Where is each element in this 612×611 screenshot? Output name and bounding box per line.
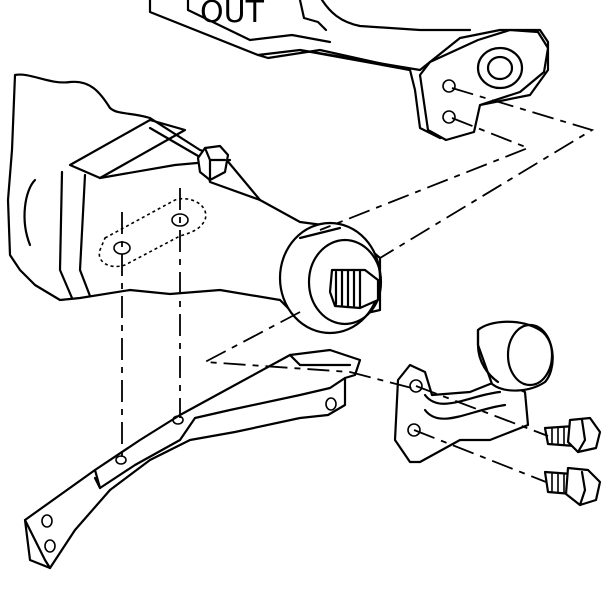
bracket-hole-upper [409, 379, 423, 393]
mount-bushing [476, 320, 554, 392]
hex-nut [196, 144, 230, 182]
alignment-lines [121, 87, 595, 483]
support-crossmember [23, 348, 362, 570]
alignment-line-lower-mount [319, 117, 531, 231]
crossmember-hole-3 [325, 397, 337, 411]
crossmember-hole-2 [44, 539, 56, 553]
alignment-line-shaft-to-bracket [201, 311, 413, 389]
housing-bolt-hole-lower [442, 110, 456, 124]
alignment-line-upper-mount [379, 87, 595, 259]
output-shaft-end [278, 221, 383, 335]
bolt-lower [543, 466, 602, 507]
crossmember-hole-1 [41, 514, 53, 528]
extension-hole-right [171, 213, 189, 227]
housing-bore [476, 46, 524, 90]
alignment-line-lower-bolt [413, 429, 547, 483]
crossmember-hole-4 [115, 455, 127, 465]
housing-mount-flange [418, 28, 550, 142]
bracket-hole-lower [407, 423, 421, 437]
alignment-line-upper-bolt [415, 385, 549, 437]
housing-text: OUT [200, 0, 265, 30]
crossmember-hole-5 [172, 415, 184, 425]
housing-bolt-hole-upper [442, 79, 456, 93]
bolt-upper [543, 416, 602, 454]
